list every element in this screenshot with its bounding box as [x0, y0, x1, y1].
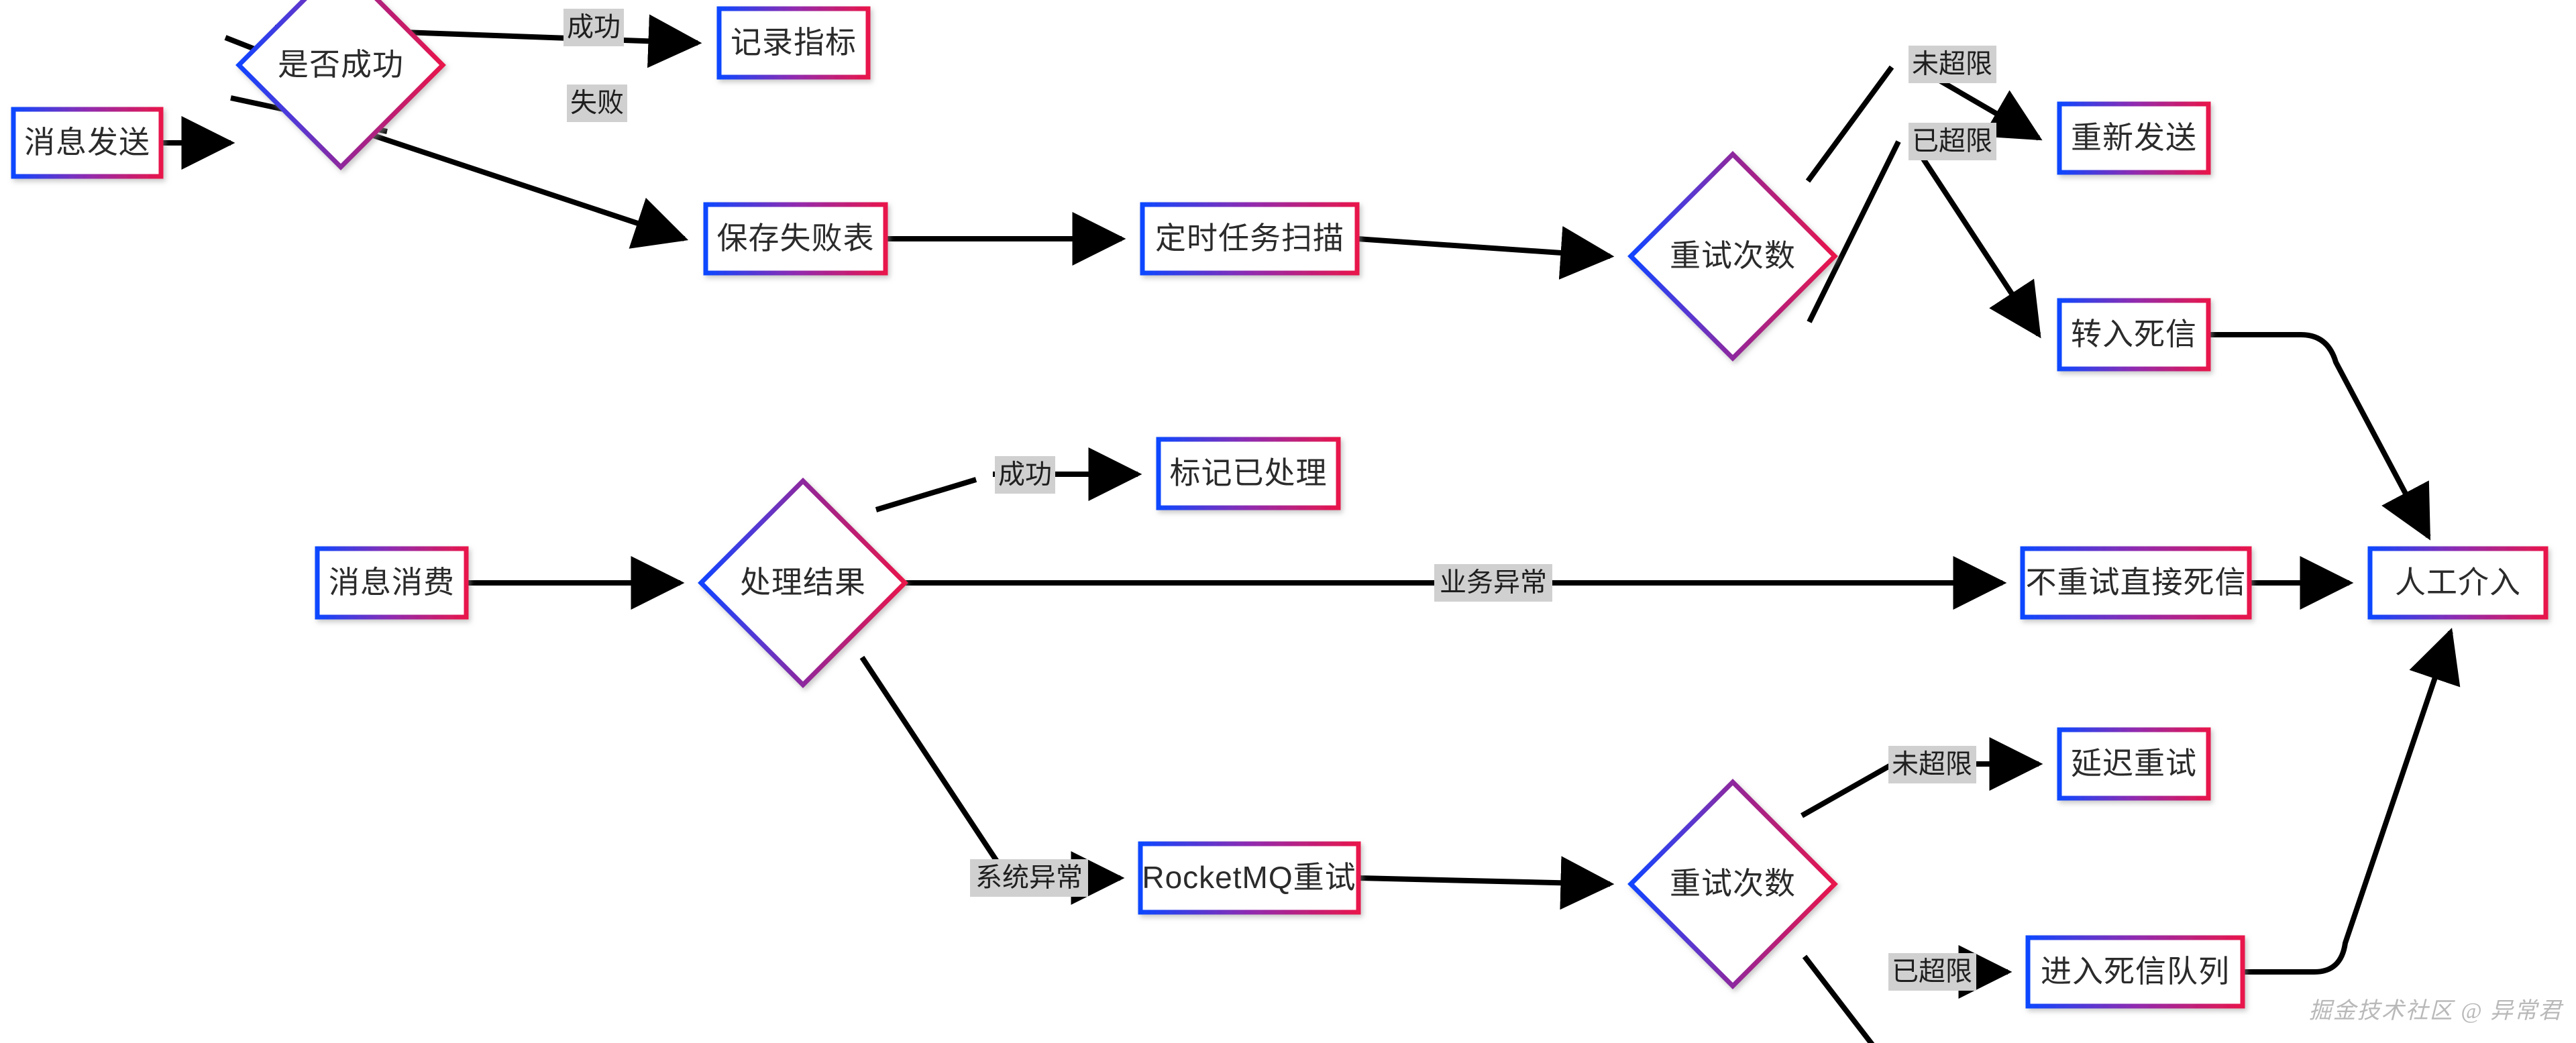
node-label: 进入死信队列 — [2041, 954, 2230, 989]
edge-label-exceeded-bottom: 已超限 — [1888, 953, 1976, 991]
node-direct-dead-letter[interactable]: 不重试直接死信 — [2020, 546, 2252, 620]
edge-rocketmq-retry-to-retry-count-bottom — [1358, 856, 1615, 910]
node-msg-consume[interactable]: 消息消费 — [315, 546, 469, 620]
node-label: 重新发送 — [2071, 120, 2197, 155]
edge-retry-bottom-notexceeded-stub — [1801, 762, 1893, 818]
edge-retry-bottom-exceeded-stub — [1802, 954, 1875, 1043]
watermark-text: 掘金技术社区 @ 异常君 — [2309, 999, 2564, 1024]
node-msg-send[interactable]: 消息发送 — [11, 107, 164, 179]
edge-label-text: 失败 — [570, 89, 624, 118]
edge-retry-top-to-to-dead-letter — [1909, 140, 2041, 339]
edge-label-business-exception: 业务异常 — [1434, 564, 1552, 602]
edge-scheduled-scan-to-retry-count-top — [1356, 226, 1615, 280]
node-label: 定时任务扫描 — [1155, 221, 1344, 256]
node-to-dead-letter[interactable]: 转入死信 — [2057, 298, 2211, 372]
node-save-fail-table[interactable]: 保存失败表 — [703, 202, 888, 276]
edge-label-success-top: 成功 — [564, 9, 624, 46]
node-delayed-retry[interactable]: 延迟重试 — [2057, 727, 2211, 801]
edge-label-not-exceeded-top: 未超限 — [1909, 46, 1996, 83]
node-label: 重试次数 — [1670, 238, 1796, 273]
node-label: RocketMQ重试 — [1142, 860, 1356, 895]
node-mark-processed[interactable]: 标记已处理 — [1156, 437, 1341, 510]
edge-label-text: 已超限 — [1912, 127, 1992, 156]
edge-label-text: 成功 — [567, 13, 621, 42]
node-is-success[interactable]: 是否成功 — [235, 0, 446, 170]
edge-label-text: 未超限 — [1892, 750, 1972, 779]
node-label: 消息发送 — [24, 125, 150, 160]
edge-label-not-exceeded-bottom: 未超限 — [1888, 746, 1976, 783]
node-label: 记录指标 — [731, 25, 857, 60]
node-label: 人工介入 — [2395, 565, 2521, 600]
edge-labels-layer: 成功 失败 未超限 已超限 成功 业务异常 — [564, 9, 1996, 991]
edge-retry-top-exceeded-stub — [1807, 140, 1901, 323]
edge-label-fail-top: 失败 — [567, 85, 627, 122]
edge-label-system-exception: 系统异常 — [970, 859, 1088, 897]
node-retry-count-top[interactable]: 重试次数 — [1627, 151, 1838, 362]
edge-label-text: 未超限 — [1912, 50, 1992, 79]
edge-process-result-sys-exception-stub — [859, 655, 1002, 867]
edge-label-text: 系统异常 — [975, 863, 1083, 893]
node-label: 不重试直接死信 — [2026, 565, 2247, 600]
edge-label-text: 已超限 — [1892, 957, 1972, 987]
node-retry-count-bottom[interactable]: 重试次数 — [1627, 779, 1838, 989]
node-label: 重试次数 — [1670, 866, 1796, 901]
edge-process-result-success-stub — [875, 477, 977, 512]
edge-label-exceeded-top: 已超限 — [1909, 123, 1996, 160]
node-process-result[interactable]: 处理结果 — [698, 478, 908, 688]
edge-label-text: 业务异常 — [1440, 568, 1547, 598]
node-label: 是否成功 — [278, 47, 404, 82]
edge-into-dead-letter-queue-to-manual-intervention — [2243, 627, 2461, 975]
node-scheduled-scan[interactable]: 定时任务扫描 — [1140, 202, 1360, 276]
node-manual-intervention[interactable]: 人工介入 — [2367, 546, 2548, 620]
node-record-metric[interactable]: 记录指标 — [716, 6, 871, 80]
node-label: 处理结果 — [740, 565, 866, 600]
edge-label-text: 成功 — [998, 460, 1052, 490]
node-resend[interactable]: 重新发送 — [2057, 101, 2211, 175]
edge-retry-top-notexceeded-stub — [1805, 65, 1894, 183]
edge-label-success-middle: 成功 — [995, 456, 1055, 494]
node-label: 保存失败表 — [717, 221, 875, 256]
node-label: 标记已处理 — [1170, 455, 1328, 490]
node-label: 延迟重试 — [2071, 746, 2197, 781]
nodes-layer: 消息发送 是否成功 记录指标 保存失败表 定时任务扫描 — [11, 0, 2548, 1009]
node-into-dead-letter-queue[interactable]: 进入死信队列 — [2025, 935, 2245, 1009]
node-rocketmq-retry[interactable]: RocketMQ重试 — [1138, 841, 1361, 915]
node-label: 转入死信 — [2071, 317, 2197, 351]
node-label: 消息消费 — [329, 565, 455, 600]
edge-to-dead-letter-to-manual-intervention — [2208, 332, 2431, 541]
